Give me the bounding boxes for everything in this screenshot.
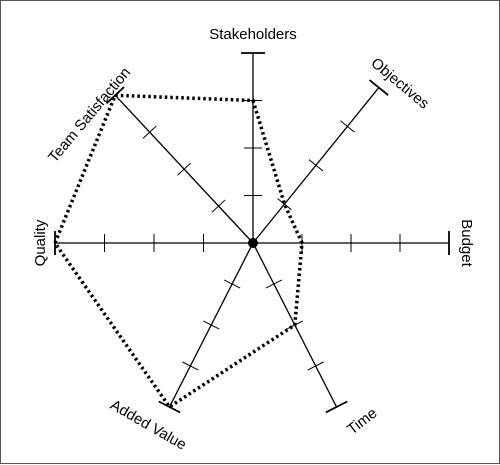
profile-polygon [53,93,304,410]
axis-label-stakeholders: Stakeholders [209,26,297,43]
axis-end-cap [158,400,181,414]
axis-tick [177,162,192,176]
axis-end-cap [325,400,348,414]
axis-label-time: Time [344,405,380,439]
axis-tick [223,279,241,289]
axis-label-team-satisfaction: Team Satisfaction [45,64,134,166]
axis-tick [308,159,324,172]
axis-tick [202,320,220,330]
axis-label-added-value: Added Value [107,397,189,454]
center-dot [248,238,258,248]
axis-tick [307,361,324,371]
axis-label-objectives: Objectives [368,55,433,113]
axis-end-cap [368,79,389,96]
axis-tick [265,279,283,289]
axis-tick [142,125,157,139]
axis-tick [340,120,355,133]
axis-tick [211,199,226,213]
axis-label-quality: Quality [32,219,49,266]
axis-tick [182,361,199,371]
axis-tick [277,198,292,211]
axis-label-budget: Budget [458,219,475,267]
axis-end-cap [105,86,125,105]
